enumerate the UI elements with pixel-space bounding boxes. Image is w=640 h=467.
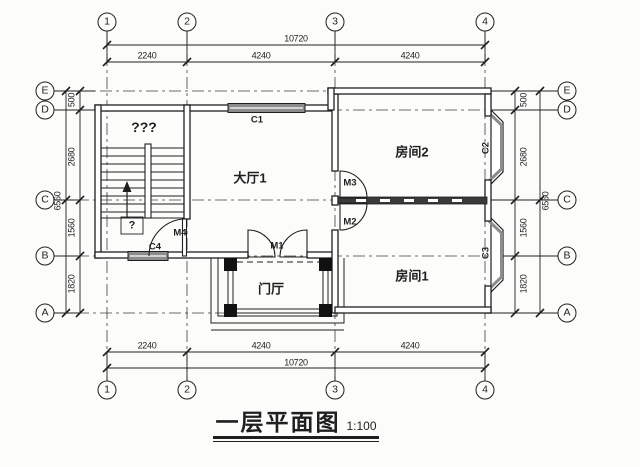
room2-label: 房间2 [395,144,429,160]
door-m4-label: M4 [173,227,187,239]
grid-bubble-col3-bottom: 3 [325,380,345,400]
grid-bubble-col2-bottom: 2 [177,380,197,400]
porch-columns [224,258,332,317]
dim-bottom-seg2: 4240 [251,340,271,351]
window-c2-label: C2 [480,141,492,155]
drawing-scale: 1:100 [346,419,377,433]
dim-right-seg4: 1820 [518,274,529,294]
grid-bubble-rowD-left: D [35,100,55,120]
bay-window-c3 [487,216,504,294]
dim-top-seg1: 2240 [137,50,157,61]
grid-bubble-col2-top: 2 [177,12,197,32]
grid-bubble-rowE-left: E [35,81,55,101]
grid-bubble-col3-top: 3 [325,12,345,32]
walls [94,87,492,314]
dim-right-total: 6560 [540,191,551,211]
grid-bubble-rowA-right: A [557,303,577,323]
grid-bubble-rowC-left: C [35,190,55,210]
room1-label: 房间1 [395,268,429,284]
stairwell-label: ??? [131,119,157,135]
door-arcs [148,170,368,258]
dim-right-seg2: 2680 [518,147,529,167]
grid-bubble-col1-bottom: 1 [97,380,117,400]
drawing-title-text: 一层平面图 [215,409,341,435]
grid-bubble-rowD-right: D [557,100,577,120]
title-underline-thin [213,441,379,442]
dim-top-total: 10720 [284,33,308,44]
porch-label: 门厅 [257,281,285,297]
title-underline-thick [213,436,379,439]
stairs [101,143,184,235]
window-c4-label: C4 [148,241,162,253]
grid-bubble-rowB-left: B [35,246,55,266]
dim-left-seg3: 1560 [66,218,77,238]
stair-note-label: ? [128,219,136,232]
dim-bottom-seg3: 4240 [400,340,420,351]
dimension-lines [54,31,558,381]
dim-right-seg1: 500 [518,92,529,108]
grid-bubble-rowB-right: B [557,246,577,266]
dim-right-seg3: 1560 [518,218,529,238]
bay-window-c2 [487,108,504,186]
dim-top-seg2: 4240 [251,50,271,61]
grid-bubble-col4-top: 4 [475,12,495,32]
dim-left-seg1: 500 [66,92,77,108]
grid-bubble-rowC-right: C [557,190,577,210]
windows [127,103,306,261]
dimension-ticks [61,40,545,373]
door-m2-label: M2 [343,216,357,228]
dim-left-total: 6560 [52,191,63,211]
grid-bubble-rowA-left: A [35,303,55,323]
dim-top-seg3: 4240 [400,50,420,61]
grid-bubble-rowE-right: E [557,81,577,101]
window-c3-label: C3 [480,246,492,260]
grid-centerlines [54,31,558,381]
hall-label: 大厅1 [233,170,267,186]
dim-left-seg2: 2680 [66,147,77,167]
drawing-title: 一层平面图 1:100 [215,403,376,437]
door-m1-label: M1 [270,240,284,252]
dim-left-seg4: 1820 [66,274,77,294]
door-m3-label: M3 [343,177,357,189]
dim-bottom-total: 10720 [284,357,308,368]
window-c1-label: C1 [250,114,264,126]
interior-wall-hatched [337,196,488,205]
grid-bubble-col1-top: 1 [97,12,117,32]
grid-bubble-col4-bottom: 4 [475,380,495,400]
dim-bottom-seg1: 2240 [137,340,157,351]
